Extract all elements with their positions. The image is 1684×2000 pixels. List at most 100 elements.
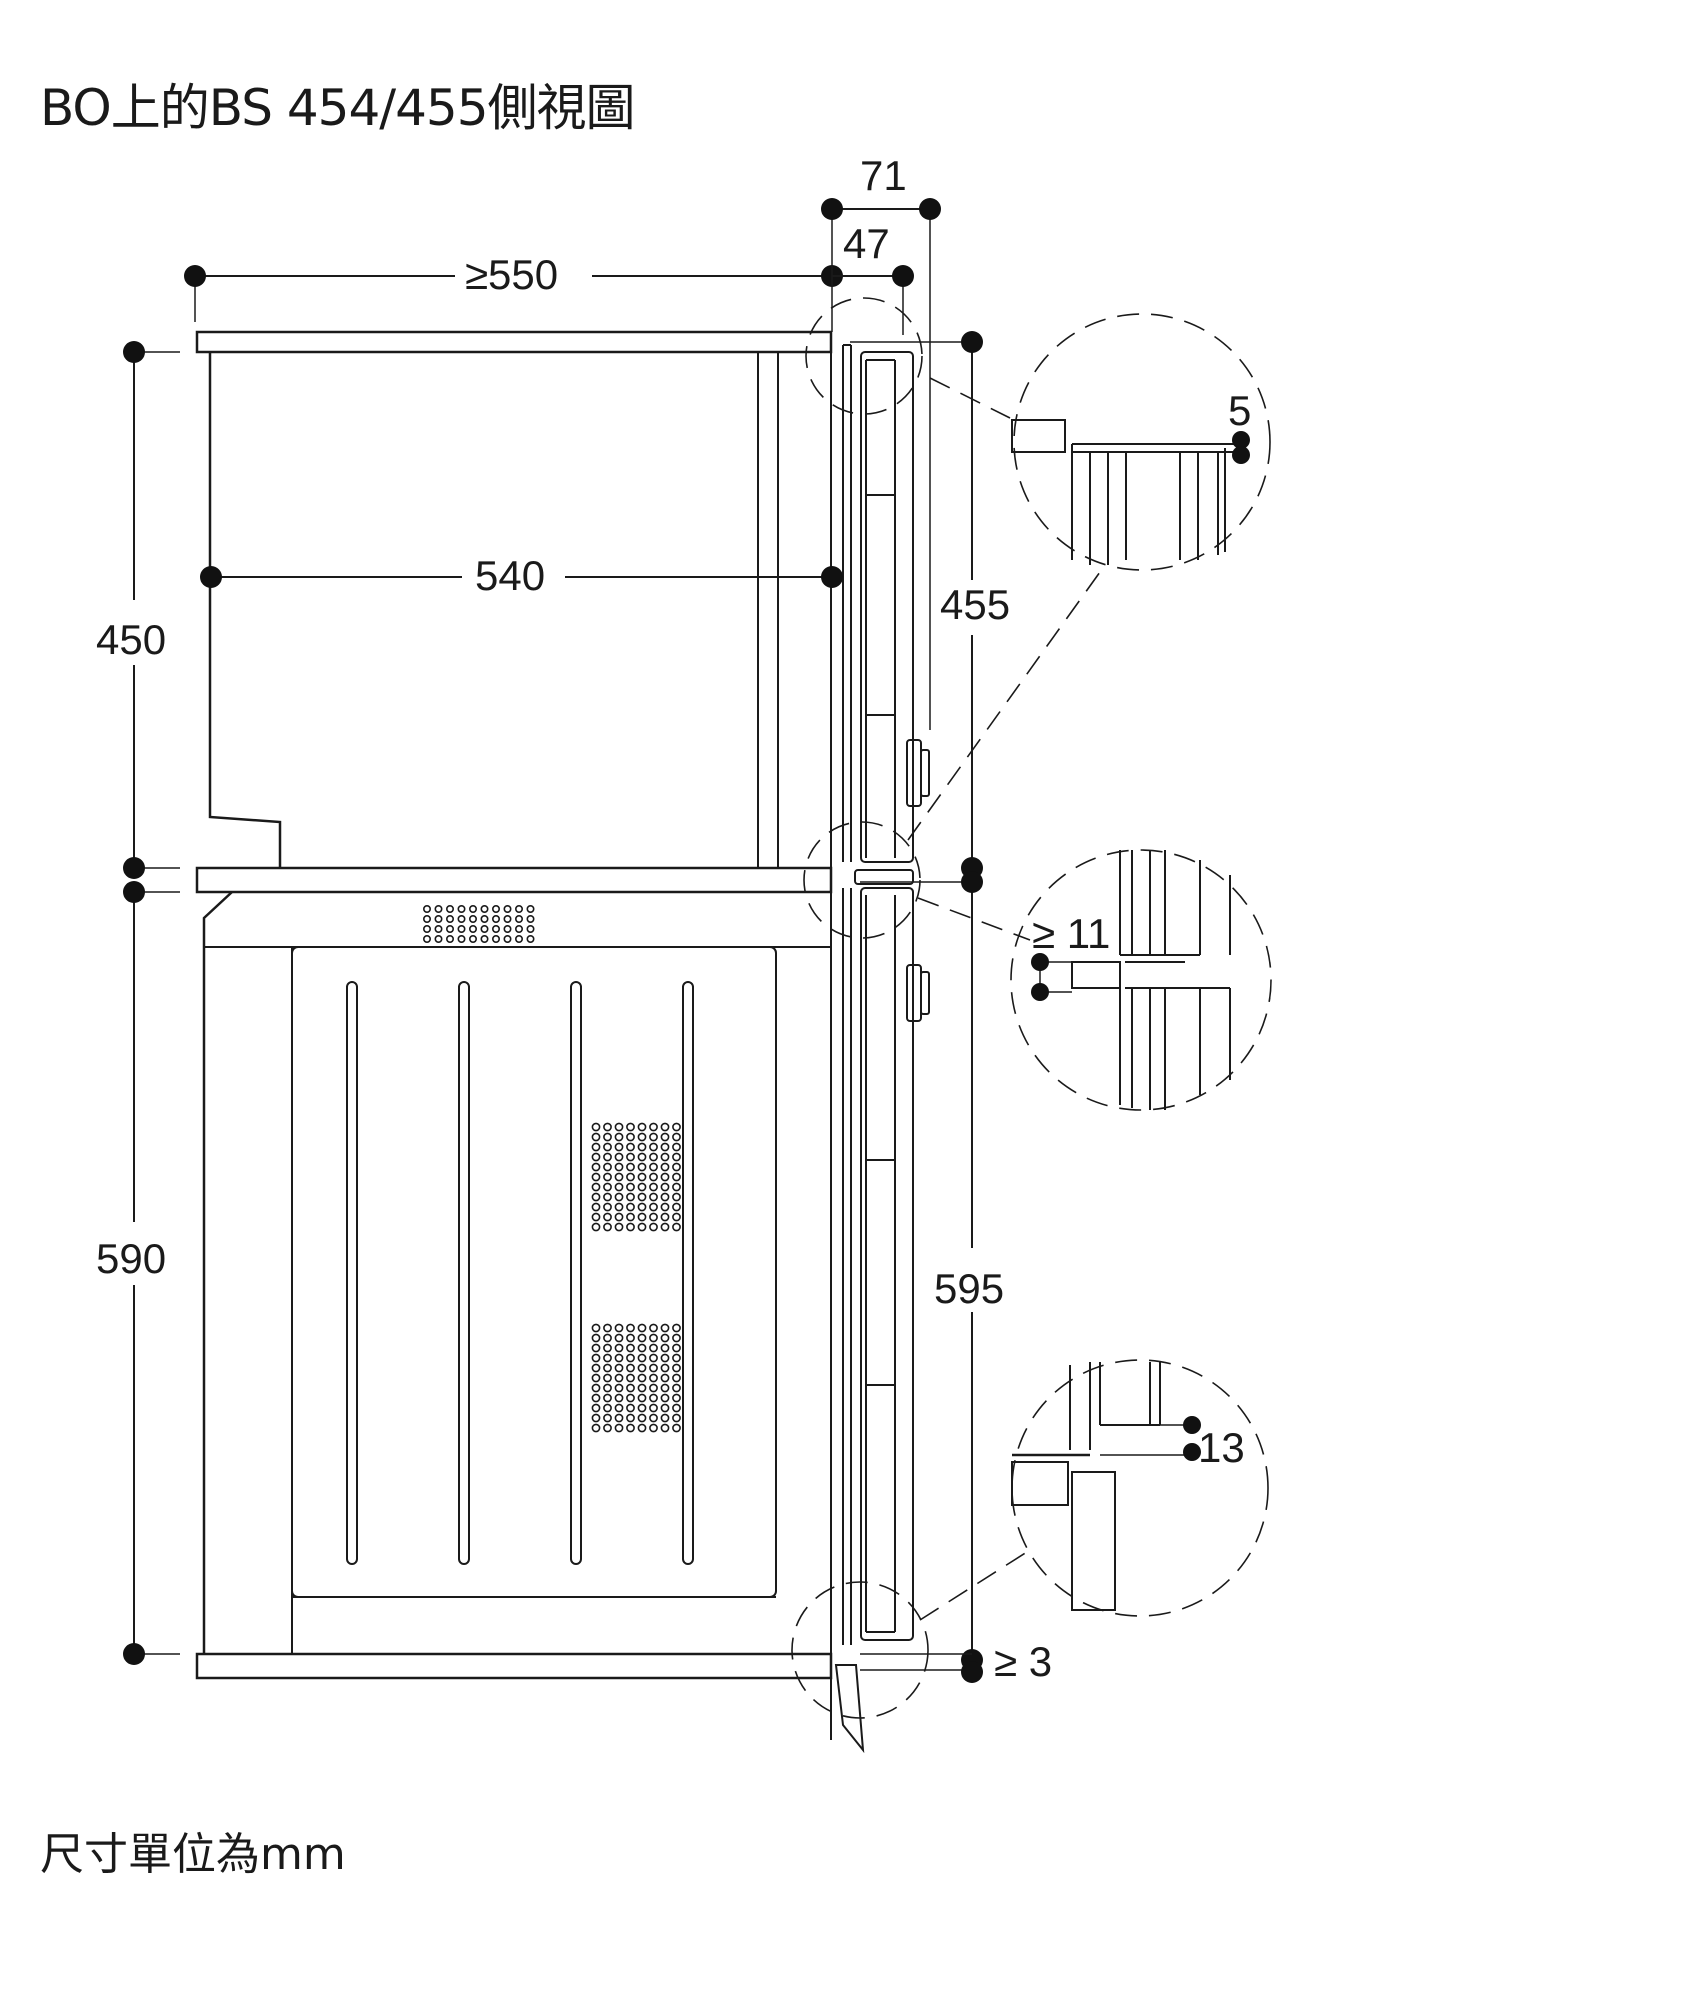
perforation-hole [503,904,512,913]
dimension-lower-height-590: 590 [96,881,180,1665]
perforation-hole [603,1403,612,1413]
perforation-hole [591,1182,601,1192]
perforation-hole [637,1172,647,1182]
perforation-hole [626,1152,635,1162]
perforation-hole [468,914,477,923]
dimension-label-47: 47 [843,220,890,267]
perforation-hole [503,914,512,923]
perforation-hole [649,1323,658,1333]
perforation-hole [603,1222,612,1232]
perforation-hole [445,914,454,923]
perforation-hole [637,1353,647,1363]
perforation-hole [649,1152,658,1162]
perforation-hole [660,1142,670,1152]
perforation-hole [603,1182,612,1192]
perforation-hole [591,1132,601,1142]
perforation-hole [591,1383,601,1393]
perforation-hole [649,1192,658,1202]
perforation-hole [614,1162,624,1172]
perforation-hole [626,1202,635,1212]
perforation-hole [649,1403,658,1413]
perforation-hole [626,1403,635,1413]
perforation-hole [626,1333,635,1343]
perforation-hole [514,914,523,923]
oven-fan-grille-lower [591,1323,681,1433]
top-vent-holes [422,904,535,943]
perforation-hole [637,1192,647,1202]
perforation-hole [526,924,535,933]
perforation-hole [672,1122,681,1132]
perforation-hole [603,1323,612,1333]
perforation-hole [614,1343,624,1353]
perforation-hole [591,1202,601,1212]
perforation-hole [637,1122,647,1132]
perforation-hole [591,1393,601,1403]
perforation-hole [614,1373,624,1383]
perforation-hole [626,1162,635,1172]
perforation-hole [637,1343,647,1353]
oven-rack-slots [346,981,694,1565]
perforation-hole [649,1393,658,1403]
perforation-hole [626,1323,635,1333]
perforation-hole [526,904,535,913]
perforation-hole [649,1132,658,1142]
perforation-hole [603,1383,612,1393]
perforation-hole [660,1323,670,1333]
perforation-hole [591,1192,601,1202]
dimension-label-depth-550: ≥550 [465,251,558,298]
perforation-hole [603,1152,612,1162]
perforation-hole [672,1373,681,1383]
perforation-hole [526,914,535,923]
perforation-hole [660,1212,670,1222]
perforation-hole [649,1142,658,1152]
perforation-hole [637,1373,647,1383]
perforation-hole [626,1142,635,1152]
perforation-hole [660,1383,670,1393]
perforation-hole [626,1212,635,1222]
perforation-hole [614,1393,624,1403]
perforation-hole [626,1413,635,1423]
perforation-hole [637,1413,647,1423]
perforation-hole [614,1333,624,1343]
perforation-hole [649,1333,658,1343]
perforation-hole [614,1142,624,1152]
perforation-hole [422,934,431,943]
perforation-hole [626,1182,635,1192]
perforation-hole [672,1202,681,1212]
perforation-hole [603,1353,612,1363]
perforation-hole [591,1333,601,1343]
perforation-hole [445,934,454,943]
dimension-label-13: 13 [1198,1424,1245,1471]
perforation-hole [637,1423,647,1433]
lower-door-panel [842,869,930,1645]
perforation-hole [660,1373,670,1383]
perforation-hole [626,1363,635,1373]
oven-fan-grille-upper [591,1122,681,1232]
perforation-hole [614,1353,624,1363]
perforation-hole [480,934,489,943]
perforation-hole [660,1403,670,1413]
dimension-label-71: 71 [860,152,907,199]
perforation-hole [591,1353,601,1363]
perforation-hole [660,1343,670,1353]
perforation-hole [614,1403,624,1413]
perforation-hole [649,1222,658,1232]
perforation-hole [614,1202,624,1212]
perforation-hole [637,1393,647,1403]
page-title: BO上的BS 454/455側視圖 [40,79,636,137]
perforation-hole [672,1343,681,1353]
perforation-hole [649,1182,658,1192]
perforation-hole [445,904,454,913]
plinth-hatched [834,1664,865,1754]
dimension-label-11: ≥ 11 [1032,910,1110,957]
perforation-hole [660,1162,670,1172]
perforation-hole [491,924,500,933]
dimension-label-590: 590 [96,1235,166,1282]
perforation-hole [603,1122,612,1132]
perforation-hole [480,914,489,923]
perforation-hole [626,1343,635,1353]
perforation-hole [637,1132,647,1142]
perforation-hole [637,1142,647,1152]
perforation-hole [660,1132,670,1142]
